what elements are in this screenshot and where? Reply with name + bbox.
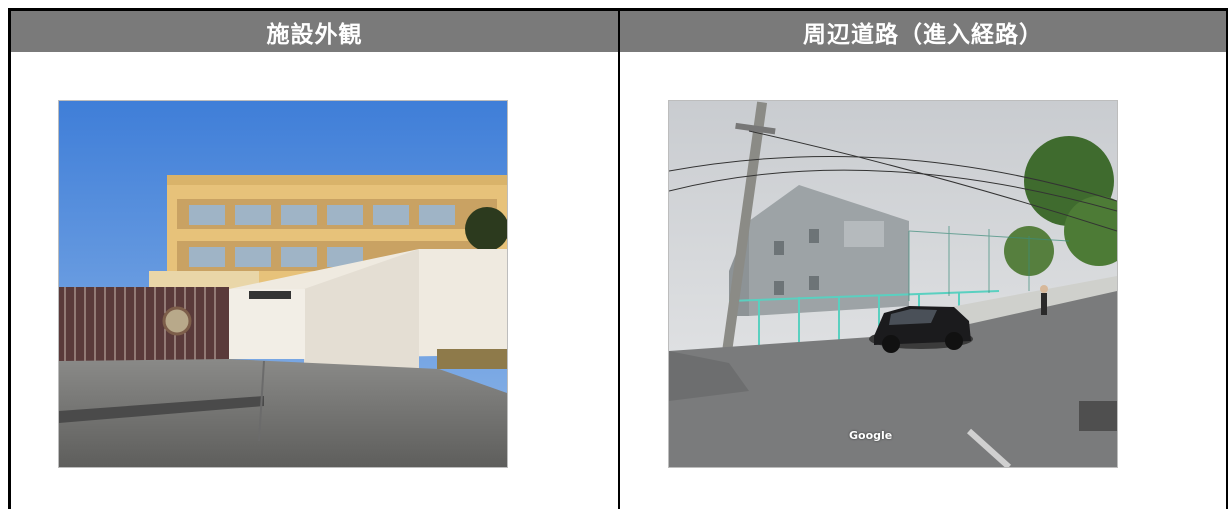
- street-view-image: [669, 101, 1117, 467]
- facility-exterior-photo: [58, 100, 508, 468]
- panel-title: 施設外観: [11, 11, 618, 52]
- surrounding-road-photo: Google: [668, 100, 1118, 468]
- panel-title: 周辺道路（進入経路）: [620, 11, 1226, 52]
- panel-facility-exterior: 施設外観: [8, 8, 620, 509]
- google-watermark: Google: [849, 429, 893, 442]
- school-building-image: [59, 101, 507, 467]
- panel-surrounding-road: 周辺道路（進入経路）: [618, 8, 1228, 509]
